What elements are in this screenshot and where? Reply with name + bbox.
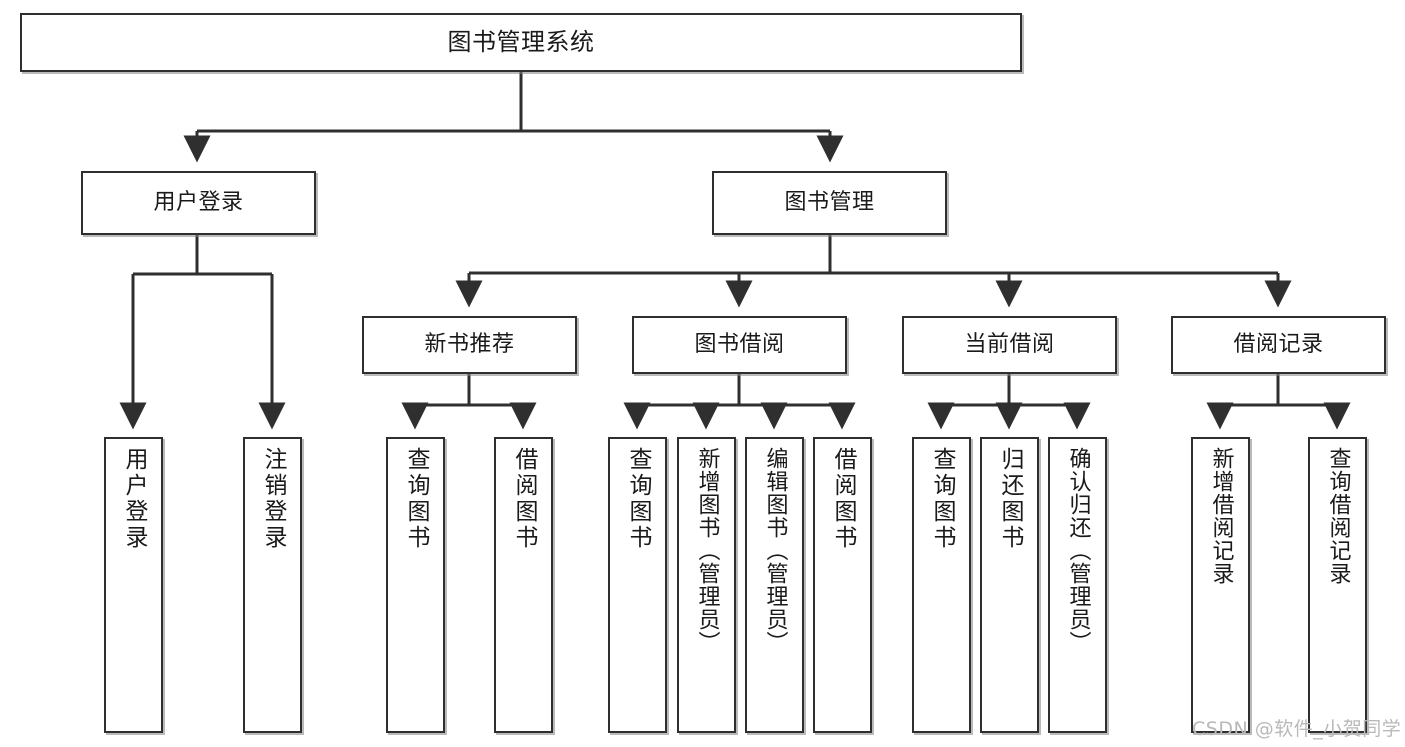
node-label: 新增图书（管理员） bbox=[694, 447, 720, 654]
node-label: 查询图书 bbox=[403, 447, 429, 551]
leaf-borrow-record-query-record[interactable]: 查询借阅记录 bbox=[1308, 437, 1367, 733]
node-label: 图书借阅 bbox=[694, 332, 785, 358]
node-label: 新书推荐 bbox=[424, 332, 515, 358]
node-new-book-recommend[interactable]: 新书推荐 bbox=[362, 316, 577, 374]
node-label: 用户登录 bbox=[121, 447, 147, 551]
node-label: 查询借阅记录 bbox=[1325, 447, 1351, 585]
node-label: 当前借阅 bbox=[964, 332, 1055, 358]
leaf-user-login-login[interactable]: 用户登录 bbox=[104, 437, 163, 733]
leaf-book-borrow-borrow-book[interactable]: 借阅图书 bbox=[813, 437, 872, 733]
leaf-borrow-record-add-record[interactable]: 新增借阅记录 bbox=[1191, 437, 1250, 733]
node-label: 查询图书 bbox=[625, 447, 651, 551]
leaf-new-book-query-book[interactable]: 查询图书 bbox=[386, 437, 445, 733]
node-book-management[interactable]: 图书管理 bbox=[712, 171, 947, 235]
node-current-borrow[interactable]: 当前借阅 bbox=[902, 316, 1117, 374]
node-label: 借阅图书 bbox=[511, 447, 537, 551]
node-book-borrow[interactable]: 图书借阅 bbox=[632, 316, 847, 374]
node-root-book-management-system[interactable]: 图书管理系统 bbox=[20, 13, 1022, 72]
leaf-book-borrow-add-book-admin[interactable]: 新增图书（管理员） bbox=[677, 437, 736, 733]
leaf-current-borrow-query-book[interactable]: 查询图书 bbox=[912, 437, 971, 733]
node-label: 确认归还（管理员） bbox=[1065, 447, 1091, 654]
node-label: 借阅记录 bbox=[1233, 332, 1324, 358]
node-label: 归还图书 bbox=[997, 447, 1023, 551]
node-label: 图书管理系统 bbox=[447, 28, 595, 57]
csdn-watermark: CSDN @软件_小贺同学 bbox=[1192, 718, 1402, 740]
leaf-user-login-logout[interactable]: 注销登录 bbox=[243, 437, 302, 733]
leaf-new-book-borrow-book[interactable]: 借阅图书 bbox=[494, 437, 553, 733]
node-label: 注销登录 bbox=[260, 447, 286, 551]
node-borrow-record[interactable]: 借阅记录 bbox=[1171, 316, 1386, 374]
node-label: 借阅图书 bbox=[830, 447, 856, 551]
node-label: 新增借阅记录 bbox=[1208, 447, 1234, 585]
node-label: 图书管理 bbox=[784, 190, 875, 216]
leaf-current-borrow-return-book[interactable]: 归还图书 bbox=[980, 437, 1039, 733]
leaf-current-borrow-confirm-return-admin[interactable]: 确认归还（管理员） bbox=[1048, 437, 1107, 733]
leaf-book-borrow-edit-book-admin[interactable]: 编辑图书（管理员） bbox=[745, 437, 804, 733]
node-label: 用户登录 bbox=[153, 190, 244, 216]
node-label: 编辑图书（管理员） bbox=[762, 447, 788, 654]
leaf-book-borrow-query-book[interactable]: 查询图书 bbox=[608, 437, 667, 733]
node-user-login[interactable]: 用户登录 bbox=[81, 171, 316, 235]
node-label: 查询图书 bbox=[929, 447, 955, 551]
